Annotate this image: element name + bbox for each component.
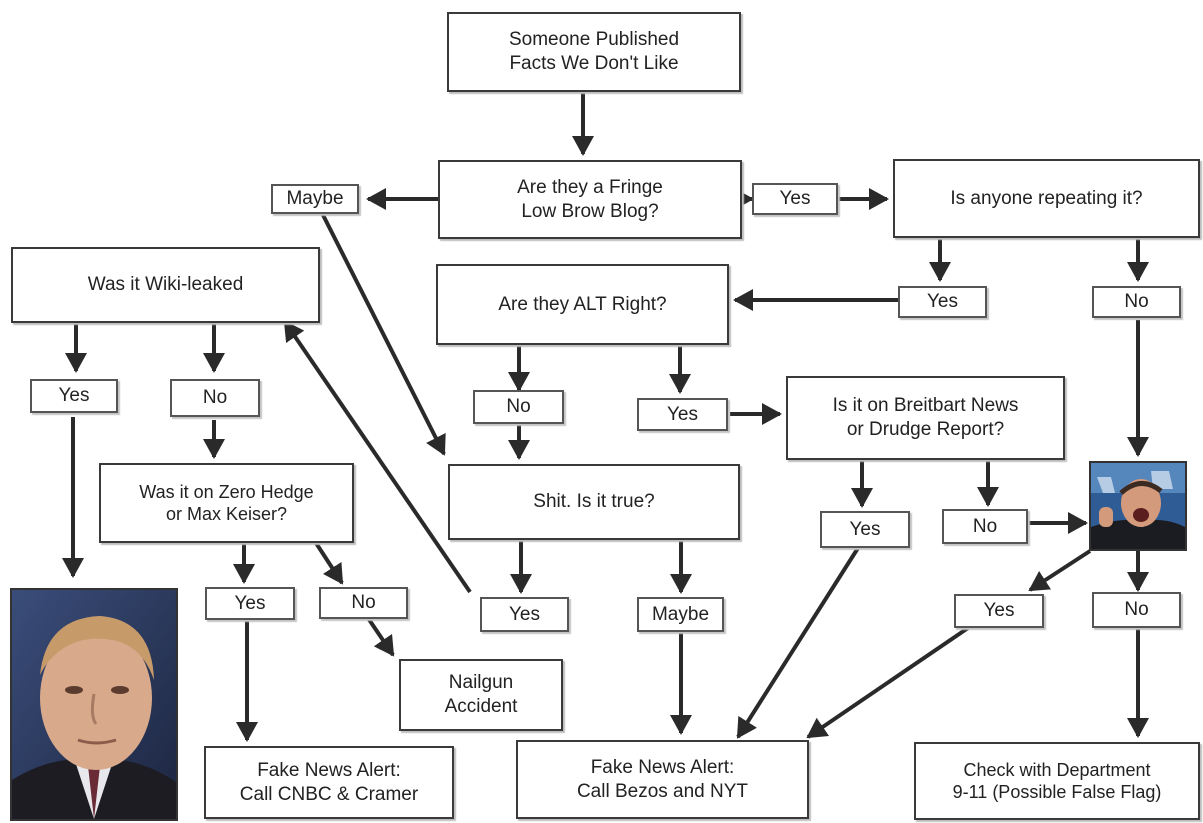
shouting-man-photo: [1089, 461, 1187, 551]
node-fringe-blog: Are they a Fringe Low Brow Blog?: [438, 160, 742, 239]
label-text: Yes: [234, 592, 266, 614]
label-yes-altright: Yes: [637, 398, 728, 431]
node-start: Someone Published Facts We Don't Like: [447, 12, 741, 92]
node-is-it-true-text: Shit. Is it true?: [533, 491, 655, 513]
label-text: Yes: [667, 403, 698, 425]
node-anyone-repeating-text: Is anyone repeating it?: [950, 187, 1143, 209]
node-breitbart-drudge: Is it on Breitbart News or Drudge Report…: [786, 376, 1065, 460]
label-yes-fringe: Yes: [752, 183, 838, 215]
node-anyone-repeating: Is anyone repeating it?: [893, 159, 1200, 238]
node-wiki-leaked: Was it Wiki-leaked: [11, 247, 320, 323]
node-fake-news-cnbc: Fake News Alert: Call CNBC & Cramer: [204, 746, 454, 819]
label-yes-zerohedge: Yes: [205, 587, 295, 620]
label-text: Yes: [779, 188, 811, 209]
node-nailgun-accident-text: Nailgun Accident: [444, 672, 518, 717]
arrow-no-to-nailgun: [366, 616, 395, 657]
arrow-yes-to-wiki: [283, 320, 472, 594]
node-zero-hedge-text: Was it on Zero Hedge or Max Keiser?: [139, 481, 314, 525]
label-yes-wiki: Yes: [30, 379, 118, 413]
label-text: No: [202, 387, 228, 408]
portrait-photo: [10, 588, 178, 821]
label-text: Yes: [509, 603, 540, 625]
node-check-dept-911-text: Check with Department 9-11 (Possible Fal…: [952, 759, 1162, 803]
label-yes-jones: Yes: [954, 594, 1044, 628]
line-zerohedge-to-no: [314, 541, 344, 585]
label-text: No: [1124, 599, 1149, 620]
portrait-illustration: [12, 590, 176, 819]
node-nailgun-accident: Nailgun Accident: [399, 659, 563, 731]
shouting-man-illustration: [1091, 463, 1185, 549]
line-jones-to-yes: [1028, 549, 1092, 592]
node-fake-news-cnbc-text: Fake News Alert: Call CNBC & Cramer: [239, 759, 419, 805]
node-start-text: Someone Published Facts We Don't Like: [508, 29, 680, 74]
arrow-yes-to-fakebezos: [736, 546, 860, 739]
label-text: Yes: [927, 291, 958, 312]
node-check-dept-911: Check with Department 9-11 (Possible Fal…: [914, 742, 1200, 820]
label-text: No: [1124, 291, 1149, 312]
label-maybe-fringe: Maybe: [271, 184, 359, 214]
node-alt-right-text: Are they ALT Right?: [498, 293, 667, 315]
label-text: Maybe: [651, 603, 710, 625]
node-fringe-blog-text: Are they a Fringe Low Brow Blog?: [517, 176, 663, 222]
label-text: Yes: [983, 600, 1015, 621]
arrow-yes-to-fakebezos-2: [806, 626, 970, 739]
label-yes-breitbart: Yes: [820, 511, 910, 548]
label-no-repeating: No: [1092, 286, 1181, 318]
node-breitbart-drudge-text: Is it on Breitbart News or Drudge Report…: [832, 395, 1019, 440]
label-text: Maybe: [286, 188, 344, 209]
label-text: No: [972, 515, 998, 537]
label-text: No: [506, 396, 531, 417]
node-alt-right: Are they ALT Right?: [436, 264, 729, 345]
label-text: Yes: [849, 518, 881, 540]
label-yes-true: Yes: [480, 597, 569, 632]
label-no-breitbart: No: [942, 509, 1028, 544]
node-wiki-leaked-text: Was it Wiki-leaked: [87, 274, 244, 296]
label-no-zerohedge: No: [319, 587, 408, 619]
arrow-maybe-to-istrue: [320, 212, 446, 456]
label-maybe-true: Maybe: [637, 597, 724, 632]
label-no-jones: No: [1092, 592, 1181, 628]
node-fake-news-bezos: Fake News Alert: Call Bezos and NYT: [516, 740, 809, 819]
label-text: Yes: [58, 385, 90, 406]
label-no-altright: No: [473, 390, 564, 424]
label-yes-repeating: Yes: [898, 286, 987, 318]
node-zero-hedge: Was it on Zero Hedge or Max Keiser?: [99, 463, 354, 543]
label-text: No: [351, 592, 376, 613]
node-is-it-true: Shit. Is it true?: [448, 464, 740, 540]
label-no-wiki: No: [170, 379, 260, 417]
node-fake-news-bezos-text: Fake News Alert: Call Bezos and NYT: [576, 756, 749, 802]
